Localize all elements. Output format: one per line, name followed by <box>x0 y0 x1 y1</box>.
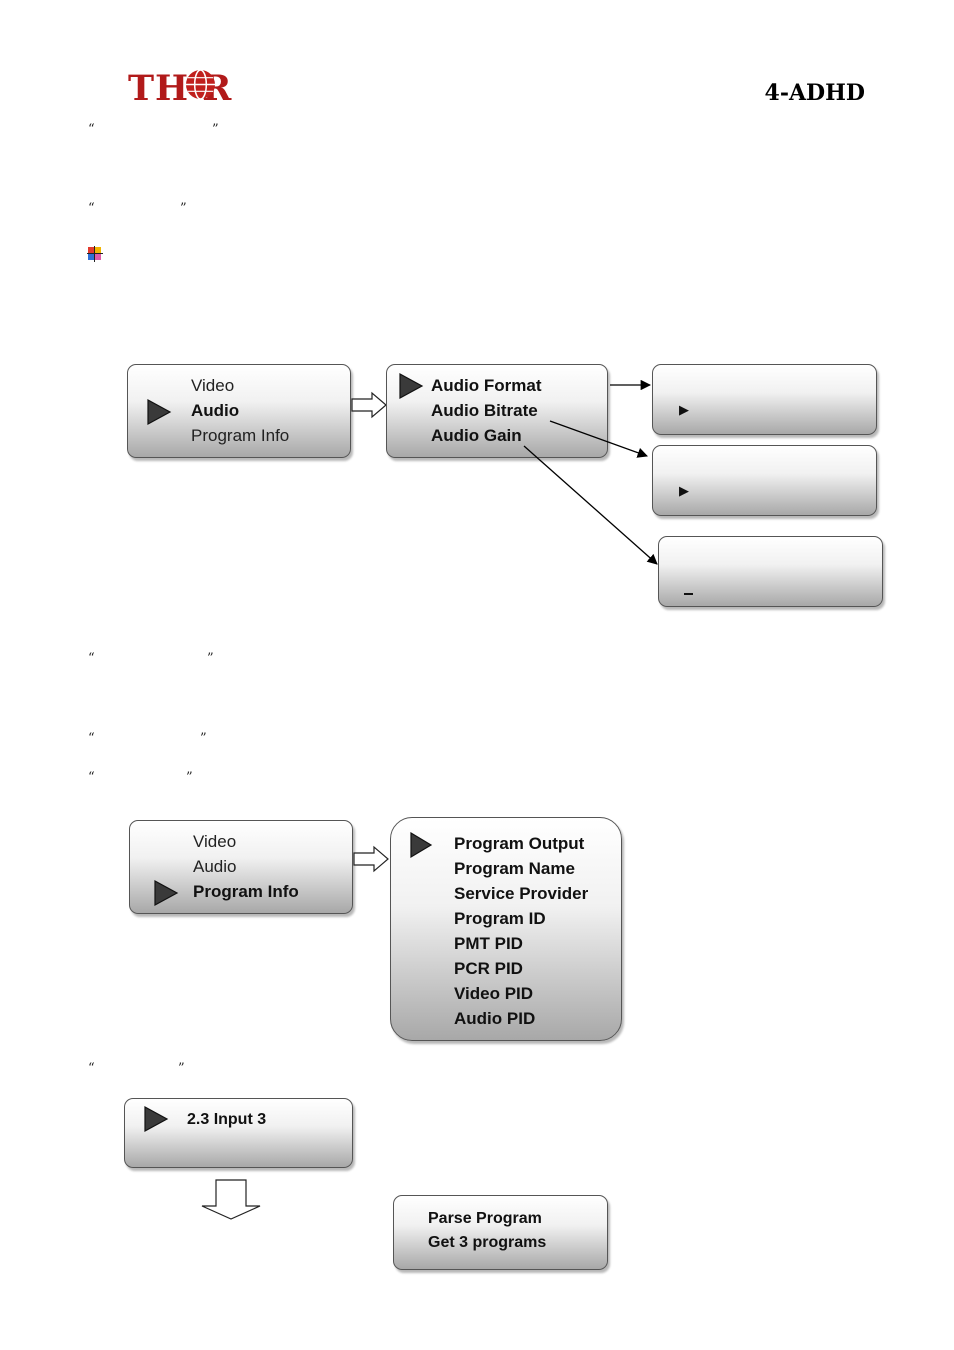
menu-item-program-output[interactable]: Program Output <box>454 834 585 853</box>
parse-program-label: Parse Program <box>428 1210 542 1227</box>
play-triangle-icon <box>147 398 172 426</box>
small-triangle-icon: ▶ <box>679 484 689 499</box>
menu-item-pmt-pid[interactable]: PMT PID <box>454 934 523 953</box>
open-quote: “ <box>88 731 95 746</box>
model-number: 4-ADHD <box>764 80 865 106</box>
thor-logo: TH R <box>128 66 244 109</box>
open-quote: “ <box>88 1061 95 1076</box>
menu-item-audio[interactable]: Audio <box>193 857 237 876</box>
close-quote: ” <box>212 122 219 137</box>
arrow-gain <box>523 445 658 565</box>
main-menu-box: Video Audio Program Info <box>129 820 353 914</box>
main-menu-box: Video Audio Program Info <box>127 364 351 458</box>
menu-item-audio-gain[interactable]: Audio Gain <box>431 426 522 445</box>
menu-item-program-id[interactable]: Program ID <box>454 909 546 928</box>
menu-item-input-3[interactable]: 2.3 Input 3 <box>187 1111 267 1128</box>
cursor-underscore <box>684 593 693 595</box>
close-quote: ” <box>178 1061 185 1076</box>
close-quote: ” <box>186 770 193 785</box>
logo-wordmark: TH R <box>128 68 233 109</box>
close-quote: ” <box>200 731 207 746</box>
menu-item-service-provider[interactable]: Service Provider <box>454 884 589 903</box>
parse-result-box: Parse Program Get 3 programs <box>393 1195 608 1270</box>
hollow-arrow-icon <box>353 845 389 873</box>
play-triangle-icon <box>410 831 433 859</box>
audio-gain-value-box <box>658 536 883 607</box>
close-quote: ” <box>180 201 187 216</box>
menu-item-video[interactable]: Video <box>193 832 237 851</box>
menu-item-audio-format[interactable]: Audio Format <box>431 376 542 395</box>
menu-item-audio-pid[interactable]: Audio PID <box>454 1009 536 1028</box>
close-quote: ” <box>207 651 214 666</box>
play-triangle-icon <box>399 372 424 400</box>
hollow-arrow-icon <box>351 391 387 419</box>
program-info-submenu-box: Program Output Program Name Service Prov… <box>390 817 622 1041</box>
menu-item-pcr-pid[interactable]: PCR PID <box>454 959 523 978</box>
program-count-label: Get 3 programs <box>428 1234 547 1251</box>
audio-bitrate-value-box: ▶ <box>652 445 877 516</box>
menu-item-program-info[interactable]: Program Info <box>193 882 299 901</box>
windows-bullet-icon <box>87 246 103 262</box>
menu-item-audio[interactable]: Audio <box>191 401 240 420</box>
menu-item-audio-bitrate[interactable]: Audio Bitrate <box>431 401 538 420</box>
play-triangle-icon <box>144 1105 169 1133</box>
open-quote: “ <box>88 770 95 785</box>
open-quote: “ <box>88 651 95 666</box>
play-triangle-icon <box>154 879 179 907</box>
hollow-down-arrow-icon <box>201 1179 261 1220</box>
open-quote: “ <box>88 122 95 137</box>
globe-icon <box>185 69 216 100</box>
menu-item-video-pid[interactable]: Video PID <box>454 984 534 1003</box>
menu-item-program-info[interactable]: Program Info <box>191 426 290 445</box>
menu-item-program-name[interactable]: Program Name <box>454 859 575 878</box>
audio-format-value-box: ▶ <box>652 364 877 435</box>
small-triangle-icon: ▶ <box>679 403 689 418</box>
open-quote: “ <box>88 201 95 216</box>
menu-item-video[interactable]: Video <box>191 376 235 395</box>
audio-submenu-box: Audio Format Audio Bitrate Audio Gain <box>386 364 608 458</box>
input-menu-box: 2.3 Input 3 <box>124 1098 353 1168</box>
